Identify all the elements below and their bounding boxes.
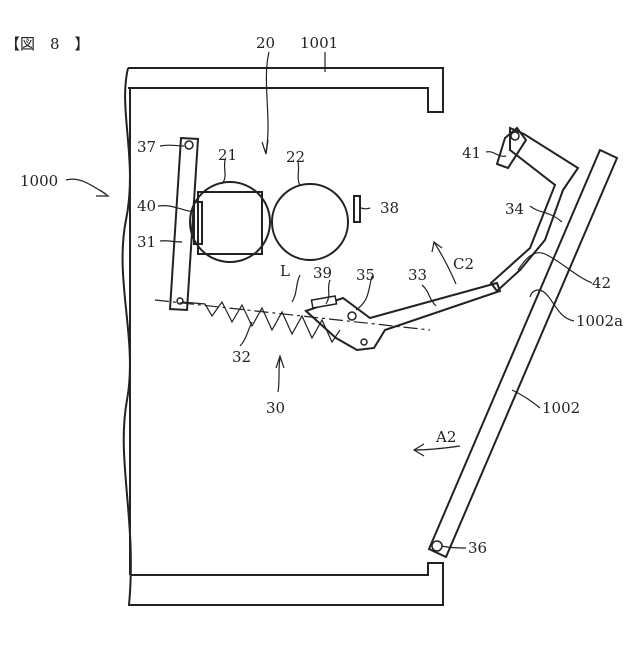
label-36: 36 — [468, 539, 487, 557]
label-41: 41 — [462, 144, 481, 162]
label-22: 22 — [286, 148, 305, 166]
label-20: 20 — [256, 34, 275, 52]
pivot-41 — [511, 132, 519, 140]
pivot-37 — [185, 141, 193, 149]
label-38: 38 — [380, 199, 399, 217]
label-1002: 1002 — [542, 399, 580, 417]
reference-line-L — [155, 300, 430, 330]
roller-21-core — [198, 192, 262, 254]
pivot-35 — [348, 312, 356, 320]
label-31: 31 — [137, 233, 156, 251]
label-1002a: 1002a — [576, 312, 623, 330]
label-21: 21 — [218, 146, 237, 164]
label-39: 39 — [313, 264, 332, 282]
label-35: 35 — [356, 266, 375, 284]
label-32: 32 — [232, 348, 251, 366]
arrow-A2-path — [414, 446, 460, 450]
label-37: 37 — [137, 138, 156, 156]
label-C2: C2 — [453, 255, 474, 273]
sensor-38 — [354, 196, 360, 222]
roller-22 — [272, 184, 348, 260]
label-33: 33 — [408, 266, 427, 284]
label-34: 34 — [505, 200, 524, 218]
label-1001: 1001 — [300, 34, 338, 52]
lever-33 — [306, 283, 500, 350]
arrow-20 — [262, 140, 268, 154]
hinge-36 — [432, 541, 442, 551]
arrow-1000 — [96, 190, 108, 196]
part-39 — [311, 296, 336, 308]
label-1000: 1000 — [20, 172, 58, 190]
label-42: 42 — [592, 274, 611, 292]
housing-outline — [123, 68, 443, 605]
pivot-33-tail — [361, 339, 367, 345]
label-A2: A2 — [435, 428, 456, 446]
label-40: 40 — [137, 197, 156, 215]
label-L: L — [280, 262, 290, 280]
label-30: 30 — [266, 399, 285, 417]
figure-label: 【図 8 】 — [5, 35, 90, 53]
